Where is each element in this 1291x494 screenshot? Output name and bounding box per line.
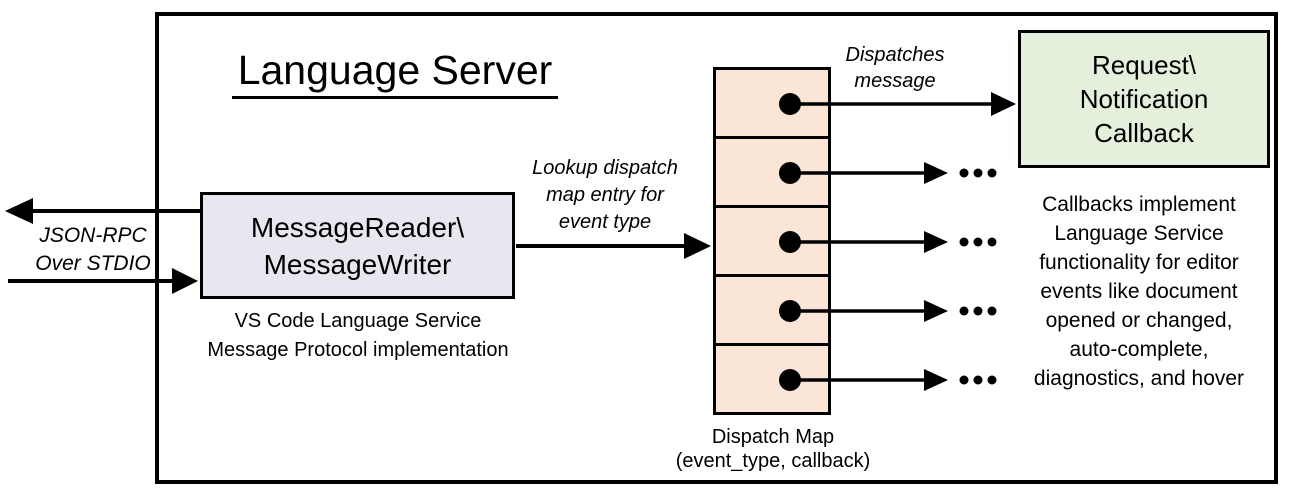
lookup-dispatch-label: Lookup dispatch map entry for event type xyxy=(505,155,705,236)
dispatches-message-label-line2: message xyxy=(854,70,936,92)
dispatch-map-caption-line2: (event_type, callback) xyxy=(675,450,871,472)
json-rpc-stdio-label-line2: Over STDIO xyxy=(35,252,151,275)
lookup-dispatch-label-line1: Lookup dispatch xyxy=(532,157,678,179)
callbacks-note-line: opened or changed, xyxy=(1045,309,1233,332)
dispatch-map-caption-line1: Dispatch Map xyxy=(711,426,835,448)
callbacks-note-line: Language Service xyxy=(1054,222,1224,245)
message-writer-label: MessageWriter xyxy=(263,248,452,280)
callbacks-note-line: functionality for editor xyxy=(1039,251,1239,274)
dispatch-map-cell xyxy=(716,274,828,343)
dispatch-map-table xyxy=(713,67,831,415)
dispatches-message-label: Dispatches message xyxy=(828,42,962,94)
lookup-dispatch-label-line2: map entry for xyxy=(546,184,664,206)
dispatch-map-cell xyxy=(716,70,828,136)
message-box-caption: VS Code Language Service Message Protoco… xyxy=(178,307,538,365)
lookup-dispatch-label-line3: event type xyxy=(558,211,652,233)
callbacks-note-line: diagnostics, and hover xyxy=(1033,367,1245,390)
callbacks-note-line: Callbacks implement xyxy=(1042,193,1236,216)
message-reader-label: MessageReader\ xyxy=(250,211,465,243)
callback-box-line3: Callback xyxy=(1094,118,1194,148)
request-notification-callback-box: Request\ Notification Callback xyxy=(1018,30,1270,168)
dispatch-map-cell xyxy=(716,343,828,412)
diagram-title-wrap: Language Server xyxy=(155,46,635,99)
diagram-title: Language Server xyxy=(231,46,559,99)
dispatch-map-cell xyxy=(716,205,828,274)
json-rpc-stdio-label-line1: JSON-RPC xyxy=(39,224,147,247)
language-server-boundary-box xyxy=(155,12,1278,484)
callback-box-line1: Request\ xyxy=(1091,50,1197,80)
dispatch-map-caption: Dispatch Map (event_type, callback) xyxy=(660,425,886,473)
callbacks-note-line: auto-complete, xyxy=(1069,338,1209,361)
dispatches-message-label-line1: Dispatches xyxy=(845,44,945,66)
message-box-caption-line2: Message Protocol implementation xyxy=(207,339,509,361)
callback-box-line2: Notification xyxy=(1079,84,1209,114)
message-reader-writer-box: MessageReader\ MessageWriter xyxy=(200,192,515,299)
callbacks-note: Callbacks implement Language Service fun… xyxy=(993,190,1285,393)
dispatch-map-cell xyxy=(716,136,828,205)
message-box-caption-line1: VS Code Language Service xyxy=(234,310,482,332)
callbacks-note-line: events like document xyxy=(1040,280,1238,303)
json-rpc-stdio-label: JSON-RPC Over STDIO xyxy=(13,222,173,278)
